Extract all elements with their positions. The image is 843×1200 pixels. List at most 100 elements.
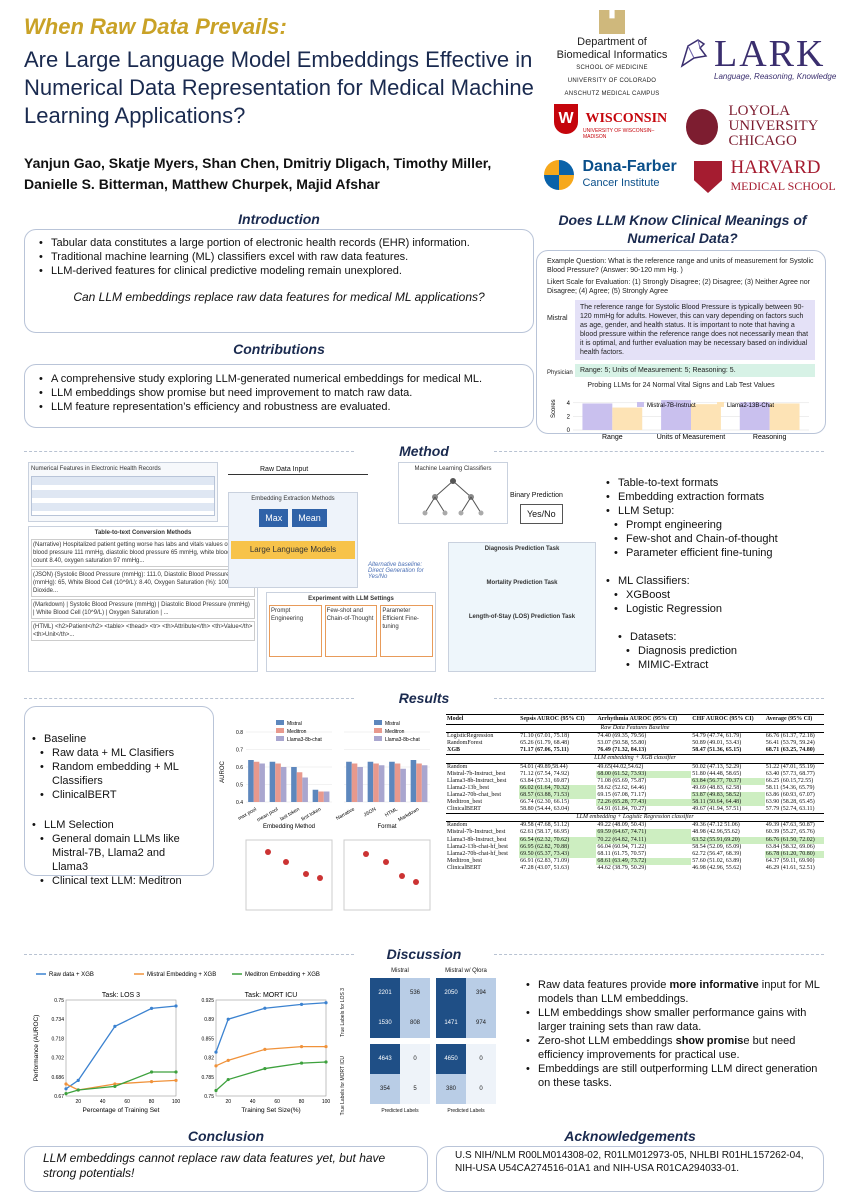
authors: Yanjun Gao, Skatje Myers, Shan Chen, Dmi…: [24, 155, 492, 192]
list-item: ClinicalBERT: [38, 788, 200, 802]
data-point: [174, 1004, 178, 1008]
t2t-figure: Table-to-text Conversion Methods (Narrat…: [28, 526, 258, 672]
list-item: ML Classifiers:: [604, 574, 824, 588]
tick-label: 60: [124, 1099, 130, 1105]
list-item: Raw data + ML Clasifiers: [38, 746, 200, 760]
yes-no-box: Yes/No: [520, 504, 563, 524]
dot: [399, 873, 405, 879]
tick-label: 0.4: [236, 800, 243, 806]
bar: [312, 789, 319, 802]
legend-swatch: [276, 728, 284, 733]
list-item: XGBoost: [612, 588, 824, 602]
bar: [373, 763, 379, 802]
clinical-box: Example Question: What is the reference …: [536, 250, 826, 441]
cm-cell: 0: [466, 1074, 496, 1104]
table-cell: 54.01 (49.89,58.44): [520, 763, 568, 770]
bar: [291, 767, 297, 802]
data-point: [263, 1047, 267, 1051]
table-cell: Llama2-13b_best: [447, 784, 489, 791]
list-item: Prompt engineering: [612, 518, 824, 532]
tick-label: 20: [75, 1099, 81, 1105]
legend-label: Llama3-8b-chat: [287, 737, 322, 743]
table-cell: Random: [447, 822, 468, 829]
series-line: [65, 1079, 177, 1091]
table-cell: 71.12 (67.54, 74.92): [520, 770, 570, 777]
list-item: Parameter efficient fine-tuning: [612, 546, 824, 560]
list-item: A comprehensive study exploring LLM-gene…: [37, 372, 521, 386]
bar: [280, 767, 287, 802]
cm-axis-label: Predicted Labels: [381, 1108, 419, 1114]
x-tick-label: Markdown: [397, 806, 420, 823]
cm-cell: 5: [400, 1074, 430, 1104]
mistral-answer: The reference range for Systolic Blood P…: [575, 300, 815, 360]
bar: [582, 403, 613, 430]
table-header-cell: Average (95% CI): [764, 713, 824, 726]
table-header-cell: CHF AUROC (95% CI): [691, 713, 765, 726]
table-cell: ClinicalBERT: [447, 806, 481, 813]
ack-text: U.S NIH/NLM R00LM014308-02, R01LM012973-…: [455, 1150, 804, 1174]
bar: [389, 761, 395, 802]
table-cell: 50.02 (47.13, 52.29): [692, 763, 742, 770]
likert-scale: Likert Scale for Evaluation: (1) Strongl…: [547, 279, 811, 295]
y-axis-label: Scores: [551, 399, 557, 418]
table-cell: XGB: [447, 747, 461, 754]
series-line: [65, 1005, 177, 1090]
tick-label: 40: [250, 1099, 256, 1105]
dot: [265, 849, 271, 855]
bar: [302, 777, 308, 802]
data-point: [299, 1045, 304, 1049]
binary-label: Binary Prediction: [510, 492, 563, 499]
contributions-box: A comprehensive study exploring LLM-gene…: [24, 364, 534, 428]
cm-cell: 4643: [370, 1044, 400, 1074]
data-point: [149, 1006, 154, 1010]
table-cell: 53.07 (50.58, 55.80): [597, 740, 647, 747]
list-item: Clinical text LLM: Meditron: [38, 874, 200, 888]
table-section-row: Raw Data Features Baseline: [446, 724, 824, 734]
legend-swatch: [637, 402, 644, 407]
divider: [24, 698, 354, 699]
list-item: Traditional machine learning (ML) classi…: [37, 250, 521, 264]
tick-label: 0.702: [51, 1056, 64, 1062]
legend-swatch: [717, 402, 724, 407]
table-cell: 49.36 (47.12 51.06): [692, 822, 740, 829]
results-list: Baseline Raw data + ML Clasifiers Random…: [30, 732, 200, 888]
tick-label: 0.89: [204, 1017, 214, 1023]
legend-label: Llama2-13B-Chat: [727, 403, 774, 409]
cm-cell: 536: [400, 978, 430, 1008]
table-section-row: LLM embedding + Logistic Regression clas…: [446, 813, 824, 823]
x-tick-label: max pool: [237, 807, 258, 822]
tick-label: 100: [172, 1099, 181, 1105]
tick-label: 0.734: [51, 1017, 64, 1023]
dot: [383, 859, 389, 865]
cm-row-label: True Labels for MORT ICU: [340, 1056, 346, 1116]
training-size-line-charts: Task: LOS 30.670.6860.7020.7180.7340.752…: [33, 972, 330, 1114]
lark-logo: LARK Language, Reasoning, Knowledge: [678, 32, 838, 81]
table-cell: Llama2-70b-chat-hf_best: [447, 850, 508, 857]
bar: [739, 402, 770, 430]
cm-cell: 4650: [436, 1044, 466, 1074]
data-point: [174, 1070, 178, 1074]
tick-label: 0.718: [51, 1036, 64, 1042]
tick-label: 80: [149, 1099, 155, 1105]
data-point: [299, 1002, 304, 1006]
cm-cell: 0: [466, 1044, 496, 1074]
cu-icon: [599, 10, 625, 34]
list-item: Raw data features provide more informati…: [524, 978, 820, 1006]
tick-label: 0.6: [236, 765, 243, 771]
table-cell: 54.79 (47.74, 61.79): [692, 733, 742, 740]
table-cell: 62.72 (56.47, 68.39): [692, 850, 742, 857]
cm-cell: 1530: [370, 1008, 400, 1038]
tick-label: 0.785: [201, 1075, 214, 1081]
y-axis-label: AUROC: [220, 761, 226, 783]
table-cell: 66.25 (60.15,72.55): [765, 777, 814, 784]
legend-label: Mistral: [287, 721, 302, 727]
table-cell: 58.62 (52.62, 64.46): [597, 784, 647, 791]
bar: [394, 763, 401, 802]
